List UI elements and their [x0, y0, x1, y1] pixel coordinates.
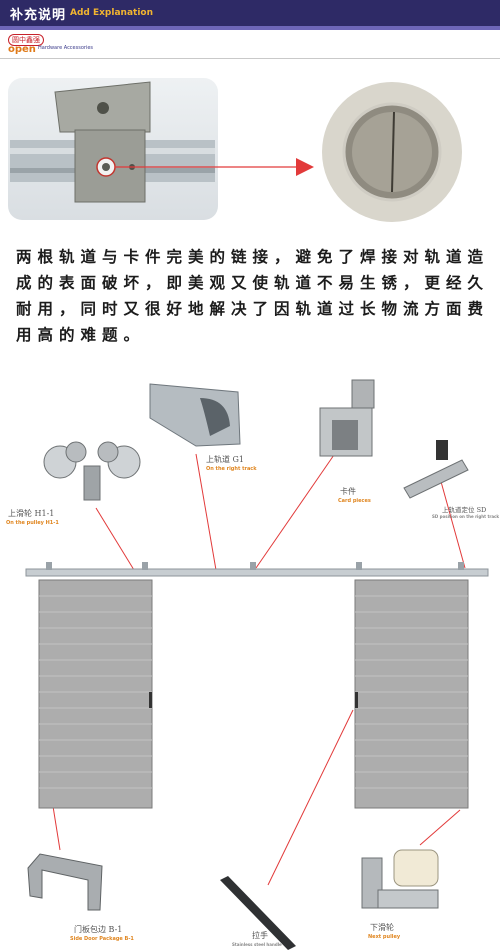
label-handle-cn: 拉手 [252, 931, 268, 940]
right-door-panel [354, 579, 469, 809]
package-b1-part [27, 853, 103, 911]
card-piece-back [351, 379, 375, 409]
leader-handle [267, 709, 354, 886]
label-card-cn: 卡件 [340, 487, 356, 496]
track-seam-line [391, 111, 395, 193]
handle-part [220, 876, 296, 950]
header-bar [0, 0, 500, 26]
label-package-en: Side Door Package B-1 [70, 936, 134, 942]
top-rail [25, 568, 489, 577]
next-pulley-base [377, 889, 439, 909]
leader-card [255, 451, 337, 569]
track-g1-profile [200, 398, 230, 436]
track-joint-illustration [10, 81, 462, 222]
rail-clip [356, 562, 362, 570]
pulley-wheel [65, 441, 87, 463]
detail-arrow-icon [296, 158, 314, 176]
logo-tag: Hardware Accessories [38, 45, 94, 51]
label-next-pulley-en: Next pulley [368, 934, 401, 940]
right-door-handle [355, 692, 358, 708]
label-track-cn: 上轨道 G1 [206, 455, 245, 464]
label-sd-en: SD position on the right track [432, 514, 500, 519]
next-pulley-bracket [361, 857, 383, 909]
door-assembly-diagram [25, 379, 489, 950]
rail-clip [142, 562, 148, 570]
label-package-cn: 门板包边 B-1 [74, 925, 123, 934]
label-next-pulley-cn: 下滑轮 [370, 923, 394, 932]
joint-screw [102, 163, 110, 171]
left-door-panel [38, 579, 153, 809]
rail-clip [250, 562, 256, 570]
label-pulley-cn: 上滑轮 H1-1 [8, 509, 55, 518]
next-pulley-wheel [393, 849, 439, 887]
leader-sd [439, 477, 466, 569]
left-door-handle [149, 692, 152, 708]
label-sd-cn: 上轨道定位 SD [442, 506, 487, 514]
label-pulley-en: On the pulley H1-1 [6, 520, 59, 526]
header-accent-stripe [0, 26, 500, 30]
label-track-en: On the right track [206, 466, 257, 472]
logo-cn: 圆中鑫强 [8, 34, 44, 46]
sd-part-stopper [436, 440, 448, 460]
label-card-en: Card pieces [338, 498, 371, 504]
leader-next-pulley [419, 809, 461, 846]
sd-part-plate [403, 459, 469, 499]
pulley-wheel [97, 441, 119, 463]
rail-clip [46, 562, 52, 570]
bracket-top-hole [97, 102, 109, 114]
header-divider [0, 58, 500, 59]
leader-track [195, 453, 217, 571]
logo-en: open [8, 44, 36, 55]
card-piece-slot [332, 420, 358, 450]
pulley-hanger [83, 465, 101, 501]
header-title-en: Add Explanation [70, 8, 153, 18]
label-handle-en: Stainless steel handle [232, 942, 282, 947]
header-title-cn: 补充说明 [10, 8, 67, 23]
description-paragraph: 两根轨道与卡件完美的链接，避免了焊接对轨道造成的表面破坏，即美观又使轨道不易生锈… [16, 248, 490, 344]
rail-clip [458, 562, 464, 570]
leader-pulley [95, 507, 135, 571]
